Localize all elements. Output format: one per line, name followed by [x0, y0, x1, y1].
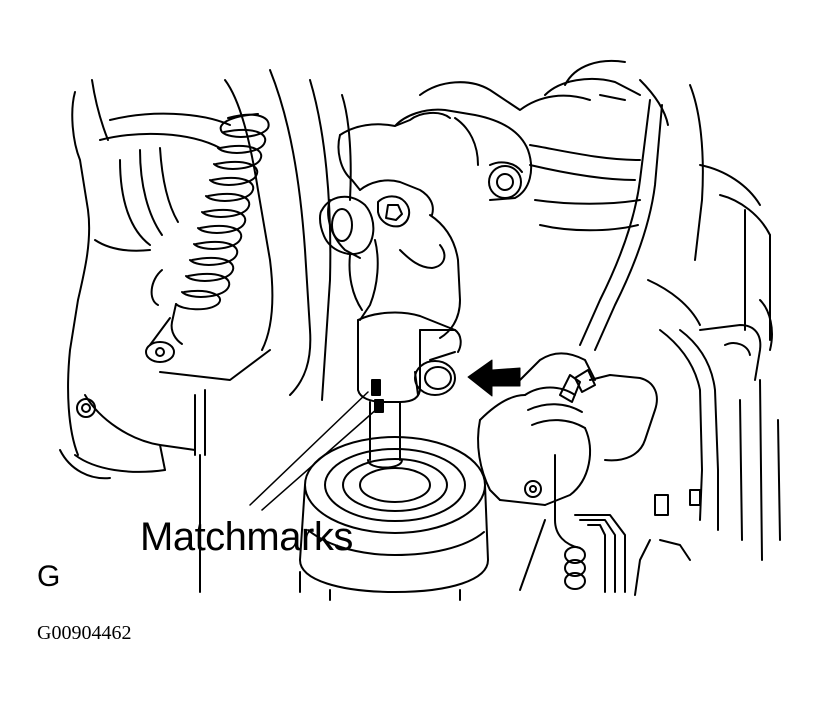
universal-joint [320, 110, 531, 338]
frame-bottom-ticks [200, 572, 300, 592]
arrow-left-icon [468, 360, 520, 396]
return-spring [146, 114, 269, 362]
left-bracket [60, 70, 351, 590]
matchmark-leader-lines [250, 392, 378, 510]
steering-gear-boot [300, 437, 488, 600]
figure-code: G00904462 [37, 622, 132, 644]
matchmarks-callout: Matchmarks [140, 515, 353, 559]
panel-letter: G [37, 560, 61, 593]
right-side-parts [420, 61, 780, 595]
